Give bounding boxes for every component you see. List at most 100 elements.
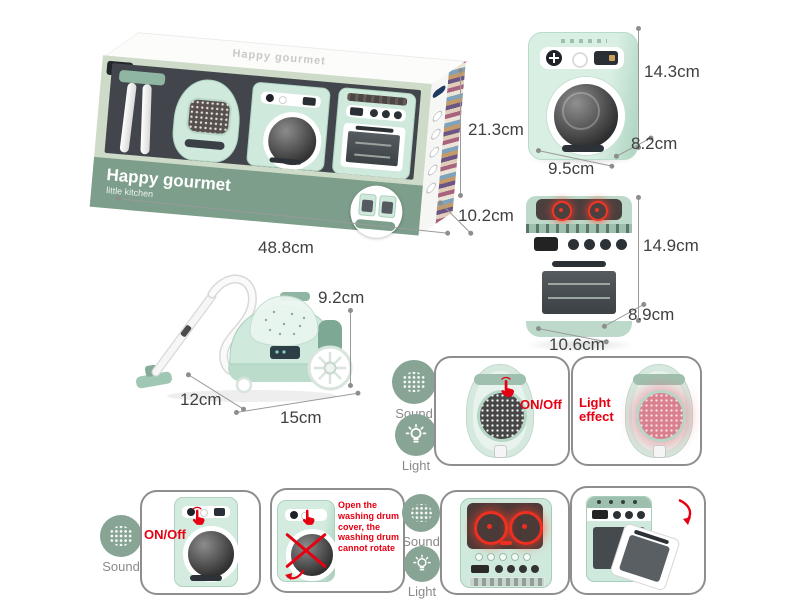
box-front-face: Happy gourmet little kitchen [89, 55, 432, 240]
door-open-arrow-icon [678, 498, 692, 525]
sound-icon [100, 515, 142, 557]
knob-icon [369, 108, 379, 118]
light-label: Light [407, 584, 437, 599]
display-icon [594, 51, 618, 65]
display-icon [214, 508, 225, 516]
toy-washing-machine [245, 81, 331, 173]
oven-product [526, 196, 632, 344]
hose-port [653, 445, 666, 458]
certification-icon [425, 180, 437, 196]
box-height-line [458, 68, 463, 198]
knob-icon [568, 239, 579, 250]
knob-icon [381, 109, 391, 119]
certification-icon [430, 126, 442, 142]
vacuum-rear-wheel [307, 345, 353, 391]
indicator-icon [500, 541, 512, 545]
box-depth-label: 10.2cm [458, 206, 514, 225]
knob-icon [187, 508, 195, 516]
vacuum-drum [477, 390, 527, 442]
knob-icon [495, 565, 503, 573]
washer-door [183, 526, 239, 582]
oven-depth-label: 8.9cm [628, 305, 675, 324]
certification-icon [427, 162, 438, 178]
vacuum-floor-head [136, 364, 172, 389]
inset-kettle-thumb [377, 194, 397, 219]
vacuum-height-line [348, 308, 353, 388]
sound-icon [392, 360, 436, 404]
box-top-title: Happy gourmet [231, 47, 327, 68]
button-icon [523, 553, 531, 561]
light-icon [404, 546, 440, 582]
knob-icon [600, 239, 611, 250]
burner-icon [474, 511, 508, 545]
oven-handle [552, 261, 606, 267]
burner-icon [509, 511, 543, 545]
control-panel [260, 91, 322, 109]
oven-glass [542, 271, 616, 314]
knob-icon [531, 565, 539, 573]
oven-rack [548, 283, 610, 285]
button-icon [487, 553, 495, 561]
oven-rack [355, 141, 392, 147]
display-icon [534, 237, 558, 251]
light-label: Light [401, 458, 431, 473]
vent-slots [561, 39, 607, 43]
knob-icon [584, 239, 595, 250]
oven-door-open-panel [570, 486, 706, 595]
knob-icon [616, 239, 627, 250]
vacuum-tube [119, 82, 137, 153]
washing-machine-product [528, 32, 638, 160]
burner-icon [588, 201, 608, 221]
oven-cooktop [526, 196, 632, 224]
washer-front-view [174, 497, 239, 587]
vacuum-depth-label: 12cm [180, 390, 222, 409]
washer-door [547, 77, 625, 155]
washer-warning-text: Open the washing drum cover, the washing… [338, 500, 400, 554]
knob-icon [519, 565, 527, 573]
no-rotate-arrow-icon [285, 569, 305, 580]
washer-warning-panel: Open the washing drum cover, the washing… [270, 488, 405, 593]
toy-vacuum-canister [170, 76, 244, 165]
knob-icon [613, 511, 621, 519]
display-icon [592, 510, 608, 519]
power-button-icon [572, 52, 588, 68]
button-icon [499, 553, 507, 561]
light-effect-label: Light effect [579, 395, 614, 424]
vacuum-handle-band [474, 374, 526, 385]
brand-oval-logo-icon [432, 83, 446, 100]
knob-icon [625, 511, 633, 519]
vacuum-tube [140, 84, 152, 155]
onoff-label: ON/Off [144, 527, 186, 542]
sparkle-window [185, 96, 233, 137]
hand-tap-icon [501, 376, 514, 397]
vacuum-handle-part [118, 69, 166, 86]
cooktop-edge [587, 497, 651, 508]
grill-vent [469, 577, 545, 587]
washer-control-panel [540, 47, 624, 69]
knob-icon [265, 93, 275, 103]
cooktop-surface [467, 503, 543, 549]
program-knob-icon [546, 50, 562, 66]
washer-onoff-panel: ON/Off [140, 490, 261, 595]
sound-icon [402, 494, 440, 532]
oven-height-line [636, 195, 641, 323]
vacuum-height-label: 9.2cm [318, 288, 365, 307]
cooktop-surface [536, 199, 622, 221]
oven-width-label: 10.6cm [549, 335, 605, 354]
washer-depth-label: 8.2cm [631, 134, 678, 153]
toy-oven [331, 86, 417, 180]
sound-label: Sound [102, 559, 140, 574]
oven-door [534, 257, 624, 321]
inset-washer-thumb [358, 193, 377, 217]
hose-port [494, 445, 507, 458]
certification-icon [432, 108, 443, 124]
oven-rack [354, 153, 391, 159]
vacuum-top-view-glowing [625, 364, 693, 458]
vacuum-top-view [466, 364, 534, 458]
button-icon [200, 509, 208, 517]
button-icon [475, 553, 483, 561]
light-effect-panel: Light effect [571, 356, 702, 466]
oven-top-view [460, 498, 552, 588]
vacuum-width-label: 15cm [280, 408, 322, 427]
certification-icon [429, 144, 440, 160]
